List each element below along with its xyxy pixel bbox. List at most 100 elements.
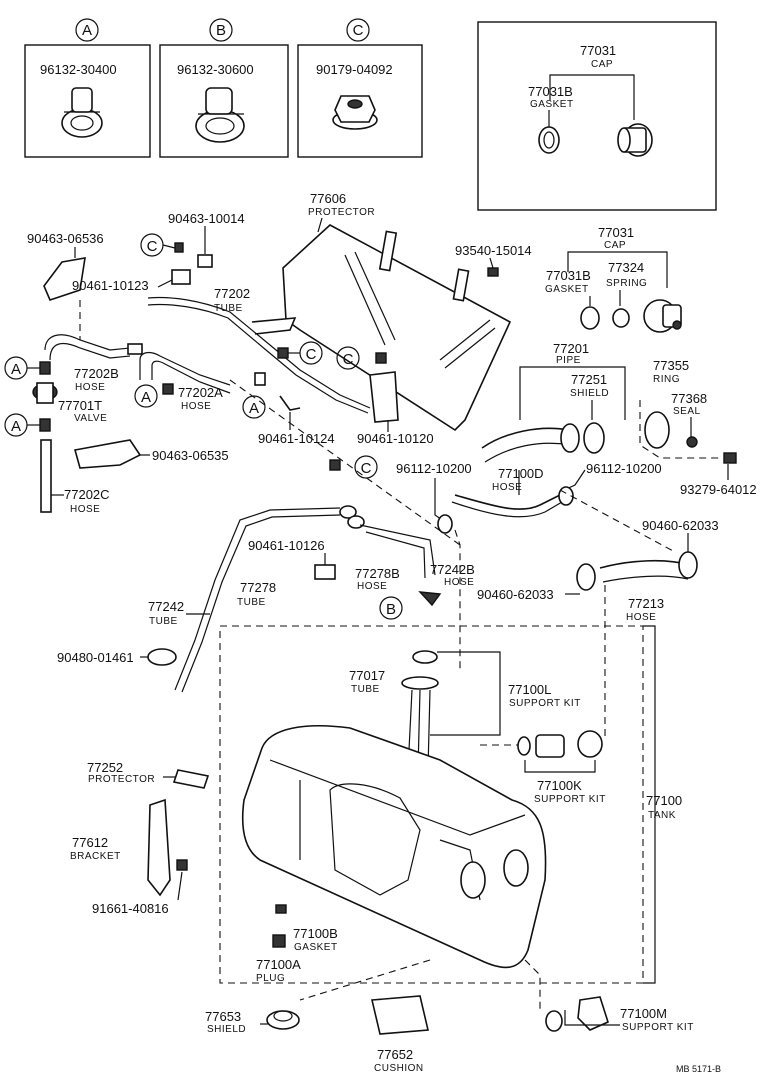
seal-77368-icon <box>686 436 698 448</box>
label-96112-10200-left: 96112-10200 <box>396 461 472 476</box>
valve-77701t-icon <box>32 382 58 404</box>
label-93279-64012: 93279-64012 <box>680 482 757 497</box>
label-77202a: 77202A <box>178 385 223 400</box>
hose-77213 <box>599 559 691 569</box>
label-77278: 77278 <box>240 580 276 595</box>
label-77213: 77213 <box>628 596 664 611</box>
label-77100a: 77100A <box>256 957 301 972</box>
label-77652: 77652 <box>377 1047 413 1062</box>
callout-c-1: C <box>147 238 158 255</box>
label-90463-06535: 90463-06535 <box>152 448 229 463</box>
label-77653-shield: SHIELD <box>207 1024 246 1035</box>
grommet-90480-01461 <box>147 648 177 666</box>
label-77201-pipe: PIPE <box>556 355 581 366</box>
bracket-90461-10120 <box>369 371 399 423</box>
inset-box-c: C 90179-04092 <box>297 18 423 158</box>
hose-77202c <box>40 439 52 513</box>
label-77324: 77324 <box>608 260 644 275</box>
label-77202a-hose: HOSE <box>181 401 211 412</box>
clip-90463-10014 <box>197 254 213 268</box>
fuel-cap-icon <box>617 123 653 157</box>
label-77251-shield: SHIELD <box>570 388 609 399</box>
label-77355-ring: RING <box>653 374 680 385</box>
label-77355: 77355 <box>653 358 689 373</box>
callout-c-3: C <box>343 351 354 368</box>
label-77242-tube: TUBE <box>149 616 178 627</box>
tube-77278 <box>181 514 341 693</box>
label-77202c: 77202C <box>64 487 110 502</box>
inset-box-cap: 77031 CAP 77031B GASKET <box>477 21 717 211</box>
callout-c-2: C <box>306 346 317 363</box>
label-77278-tube: TUBE <box>237 597 266 608</box>
label-77653: 77653 <box>205 1009 241 1024</box>
hose-77202a <box>139 351 231 386</box>
label-77100l-support-kit: SUPPORT KIT <box>509 698 581 709</box>
shield-77251-icon <box>583 422 605 454</box>
tank-assembly-boundary <box>219 625 644 984</box>
hose-77100d <box>454 494 561 510</box>
label-77100-tank: TANK <box>648 810 676 821</box>
inset-a-part: 96132-30400 <box>40 62 117 77</box>
label-77017-tube: TUBE <box>351 684 380 695</box>
spring-icon <box>612 308 630 328</box>
locking-cap-icon <box>643 299 682 333</box>
label-77100k-support-kit: SUPPORT KIT <box>534 794 606 805</box>
label-77606: 77606 <box>310 191 346 206</box>
label-77201: 77201 <box>553 341 589 356</box>
gasket-icon <box>538 126 560 154</box>
shield-77653-icon <box>266 1010 300 1030</box>
bracket-90463-06535 <box>73 439 142 469</box>
bracket-77612 <box>147 798 171 897</box>
label-96112-10200-right: 96112-10200 <box>586 461 662 476</box>
bracket-90463-06536 <box>43 257 86 301</box>
label-77100k: 77100K <box>537 778 582 793</box>
label-77031: 77031 <box>598 225 634 240</box>
inset-gasket-name: GASKET <box>530 99 574 110</box>
label-77252: 77252 <box>87 760 123 775</box>
inset-box-b: B 96132-30600 <box>159 18 289 158</box>
cushion-77652 <box>371 995 429 1035</box>
label-90461-10123: 90461-10123 <box>72 278 149 293</box>
protector-77252 <box>172 769 210 789</box>
callout-a-3: A <box>141 389 151 406</box>
label-90460-62033-a: 90460-62033 <box>642 518 719 533</box>
label-93540-15014: 93540-15014 <box>455 243 532 258</box>
label-77278b: 77278B <box>355 566 400 581</box>
label-90461-10124: 90461-10124 <box>258 431 335 446</box>
label-77202b: 77202B <box>74 366 119 381</box>
label-77100m-support-kit: SUPPORT KIT <box>622 1022 694 1033</box>
label-77278b-hose: HOSE <box>357 581 387 592</box>
hose-clamp-a-icon <box>61 87 103 138</box>
label-77202: 77202 <box>214 286 250 301</box>
ring-77355-icon <box>644 411 670 449</box>
tank-port-right <box>503 849 529 887</box>
label-77031-cap: CAP <box>604 240 626 251</box>
label-90461-10120: 90461-10120 <box>357 431 434 446</box>
inset-c-part: 90179-04092 <box>316 62 393 77</box>
inset-box-a: A 96132-30400 <box>24 18 151 158</box>
label-77251: 77251 <box>571 372 607 387</box>
label-77100a-plug: PLUG <box>256 973 285 984</box>
label-77202b-hose: HOSE <box>75 382 105 393</box>
label-91661-40816: 91661-40816 <box>92 901 169 916</box>
inset-b-part: 96132-30600 <box>177 62 254 77</box>
inset-cap-number: 77031 <box>580 43 616 58</box>
nut-icon <box>332 95 378 130</box>
label-77100d: 77100D <box>498 466 544 481</box>
label-90463-06536: 90463-06536 <box>27 231 104 246</box>
label-77652-cushion: CUSHION <box>374 1063 424 1074</box>
hose-clamp-b-icon <box>195 87 245 143</box>
label-protector: PROTECTOR <box>308 207 375 218</box>
pipe-77201 <box>481 427 569 449</box>
label-77100: 77100 <box>646 793 682 808</box>
label-77202-tube: TUBE <box>214 303 243 314</box>
inset-cap-name: CAP <box>591 59 613 70</box>
label-77202c-hose: HOSE <box>70 504 100 515</box>
label-77368: 77368 <box>671 391 707 406</box>
label-90480-01461: 90480-01461 <box>57 650 134 665</box>
label-77100l: 77100L <box>508 682 551 697</box>
label-77242b: 77242B <box>430 562 475 577</box>
label-77242b-hose: HOSE <box>444 577 474 588</box>
inset-b-letter: B <box>216 22 226 39</box>
